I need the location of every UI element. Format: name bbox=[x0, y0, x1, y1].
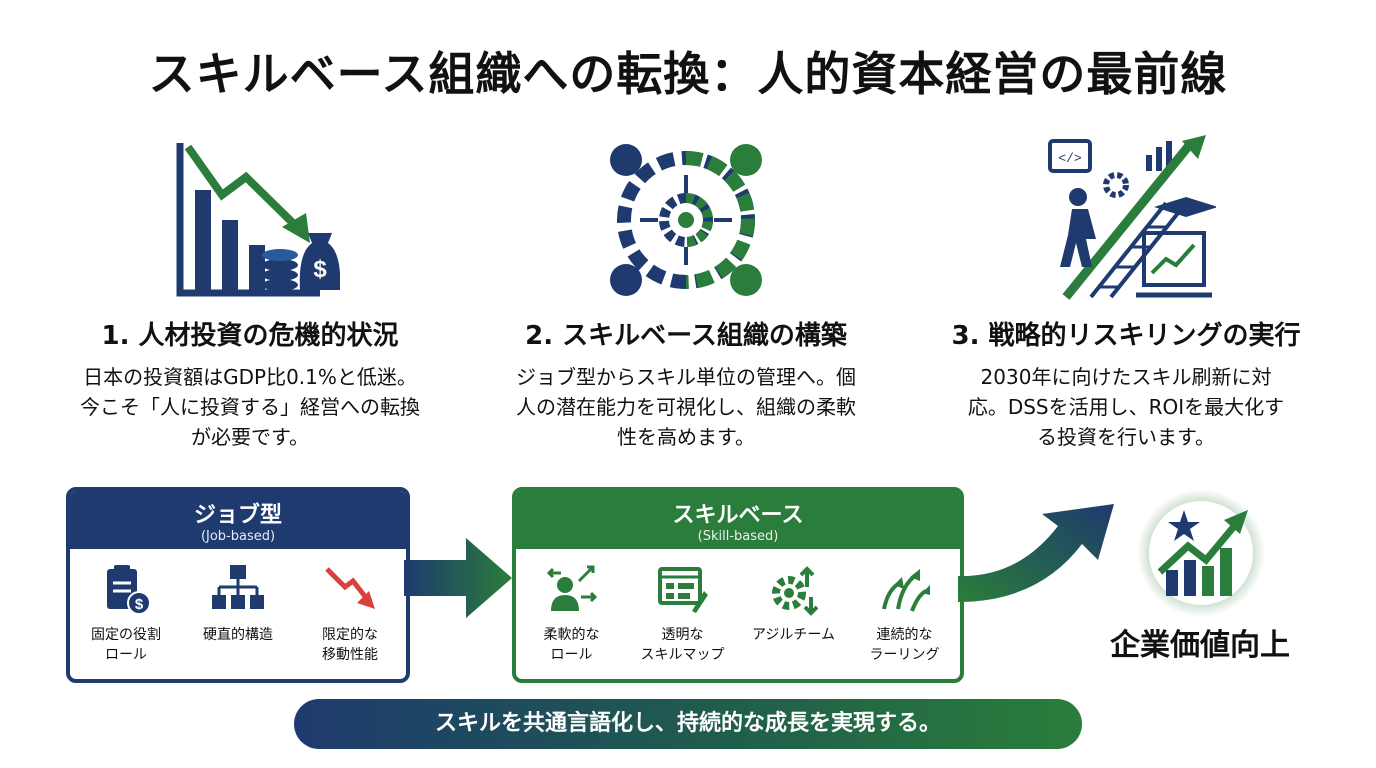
person-arrows-icon bbox=[546, 565, 597, 611]
skill-based-title: スキルベース bbox=[672, 503, 804, 528]
outcome-label: 企業価値向上 bbox=[1110, 628, 1290, 663]
hierarchy-icon bbox=[212, 565, 264, 609]
skill-map-icon bbox=[657, 567, 708, 613]
section-reskilling: </> 3. 戦略的リスキリングの実行 2030年に向けたスキル刷新に対応。DS… bbox=[906, 135, 1346, 452]
section-body: ジョブ型からスキル単位の管理へ。個人の潜在能力を可視化し、組織の柔軟性を高めます… bbox=[516, 365, 856, 449]
gears-network-icon bbox=[610, 144, 762, 296]
skill-item-continuous-learning: 連続的な ラーリング bbox=[855, 563, 955, 665]
summary-banner: スキルを共通言語化し、持続的な成長を実現する。 bbox=[294, 699, 1082, 749]
job-item-label: 硬直的構造 bbox=[203, 627, 273, 643]
section-heading: 3. 戦略的リスキリングの実行 bbox=[951, 321, 1301, 351]
section-skill-organization: 2. スキルベース組織の構築 ジョブ型からスキル単位の管理へ。個人の潜在能力を可… bbox=[466, 135, 906, 452]
skill-based-header: スキルベース (Skill-based) bbox=[516, 491, 960, 549]
section-investment-crisis: $ 1. 人材投資の危機的状況 日本の投資額はGDP比0.1%と低迷。今こそ「人… bbox=[30, 135, 470, 452]
job-item-label: 限定的な 移動性能 bbox=[322, 627, 378, 663]
svg-text:$: $ bbox=[135, 596, 144, 613]
person-climbing-ladder-growth-icon: </> bbox=[1048, 135, 1216, 300]
job-item-limited-mobility: 限定的な 移動性能 bbox=[300, 563, 400, 665]
job-item-label: 固定の役割 ロール bbox=[91, 627, 161, 663]
section-heading: 1. 人材投資の危機的状況 bbox=[101, 321, 399, 351]
skill-item-agile-team: アジルチーム bbox=[744, 563, 844, 665]
job-based-header: ジョブ型 (Job-based) bbox=[70, 491, 406, 549]
growth-arrow bbox=[958, 504, 1114, 602]
skill-item-flexible-role: 柔軟的な ロール bbox=[522, 563, 622, 665]
job-based-box: ジョブ型 (Job-based) $ 固定の役割 ロール 硬直的構造 bbox=[66, 487, 410, 683]
skill-item-skill-map: 透明な スキルマップ bbox=[633, 563, 733, 665]
transition-arrow bbox=[404, 538, 512, 618]
skill-based-subtitle: (Skill-based) bbox=[697, 529, 779, 544]
skill-item-label: 連続的な ラーリング bbox=[869, 627, 940, 663]
job-based-title: ジョブ型 bbox=[193, 503, 282, 528]
job-item-fixed-role: $ 固定の役割 ロール bbox=[76, 563, 176, 665]
job-based-subtitle: (Job-based) bbox=[200, 529, 276, 544]
gear-arrows-icon bbox=[771, 566, 818, 616]
page-title: スキルベース組織への転換：人的資本経営の最前線 bbox=[148, 47, 1228, 101]
section-heading: 2. スキルベース組織の構築 bbox=[525, 321, 847, 351]
skill-based-box: スキルベース (Skill-based) 柔軟的な ロール bbox=[512, 487, 964, 683]
down-arrow-icon bbox=[325, 567, 375, 609]
job-item-rigid-structure: 硬直的構造 bbox=[188, 563, 288, 665]
section-body: 2030年に向けたスキル刷新に対応。DSSを活用し、ROIを最大化する投資を行い… bbox=[967, 365, 1285, 449]
bar-chart-decline-money-bag-icon: $ bbox=[176, 143, 340, 297]
svg-text:$: $ bbox=[313, 256, 327, 283]
section-body: 日本の投資額はGDP比0.1%と低迷。今こそ「人に投資する」経営への転換が必要で… bbox=[80, 365, 420, 449]
clipboard-dollar-icon: $ bbox=[107, 565, 151, 615]
skill-item-label: 透明な スキルマップ bbox=[640, 627, 725, 663]
svg-text:</>: </> bbox=[1058, 151, 1082, 166]
skill-item-label: アジルチーム bbox=[751, 627, 836, 643]
skill-item-label: 柔軟的な ロール bbox=[543, 627, 600, 663]
rising-arrows-icon bbox=[881, 569, 930, 612]
star-growth-badge-icon bbox=[1137, 489, 1265, 617]
